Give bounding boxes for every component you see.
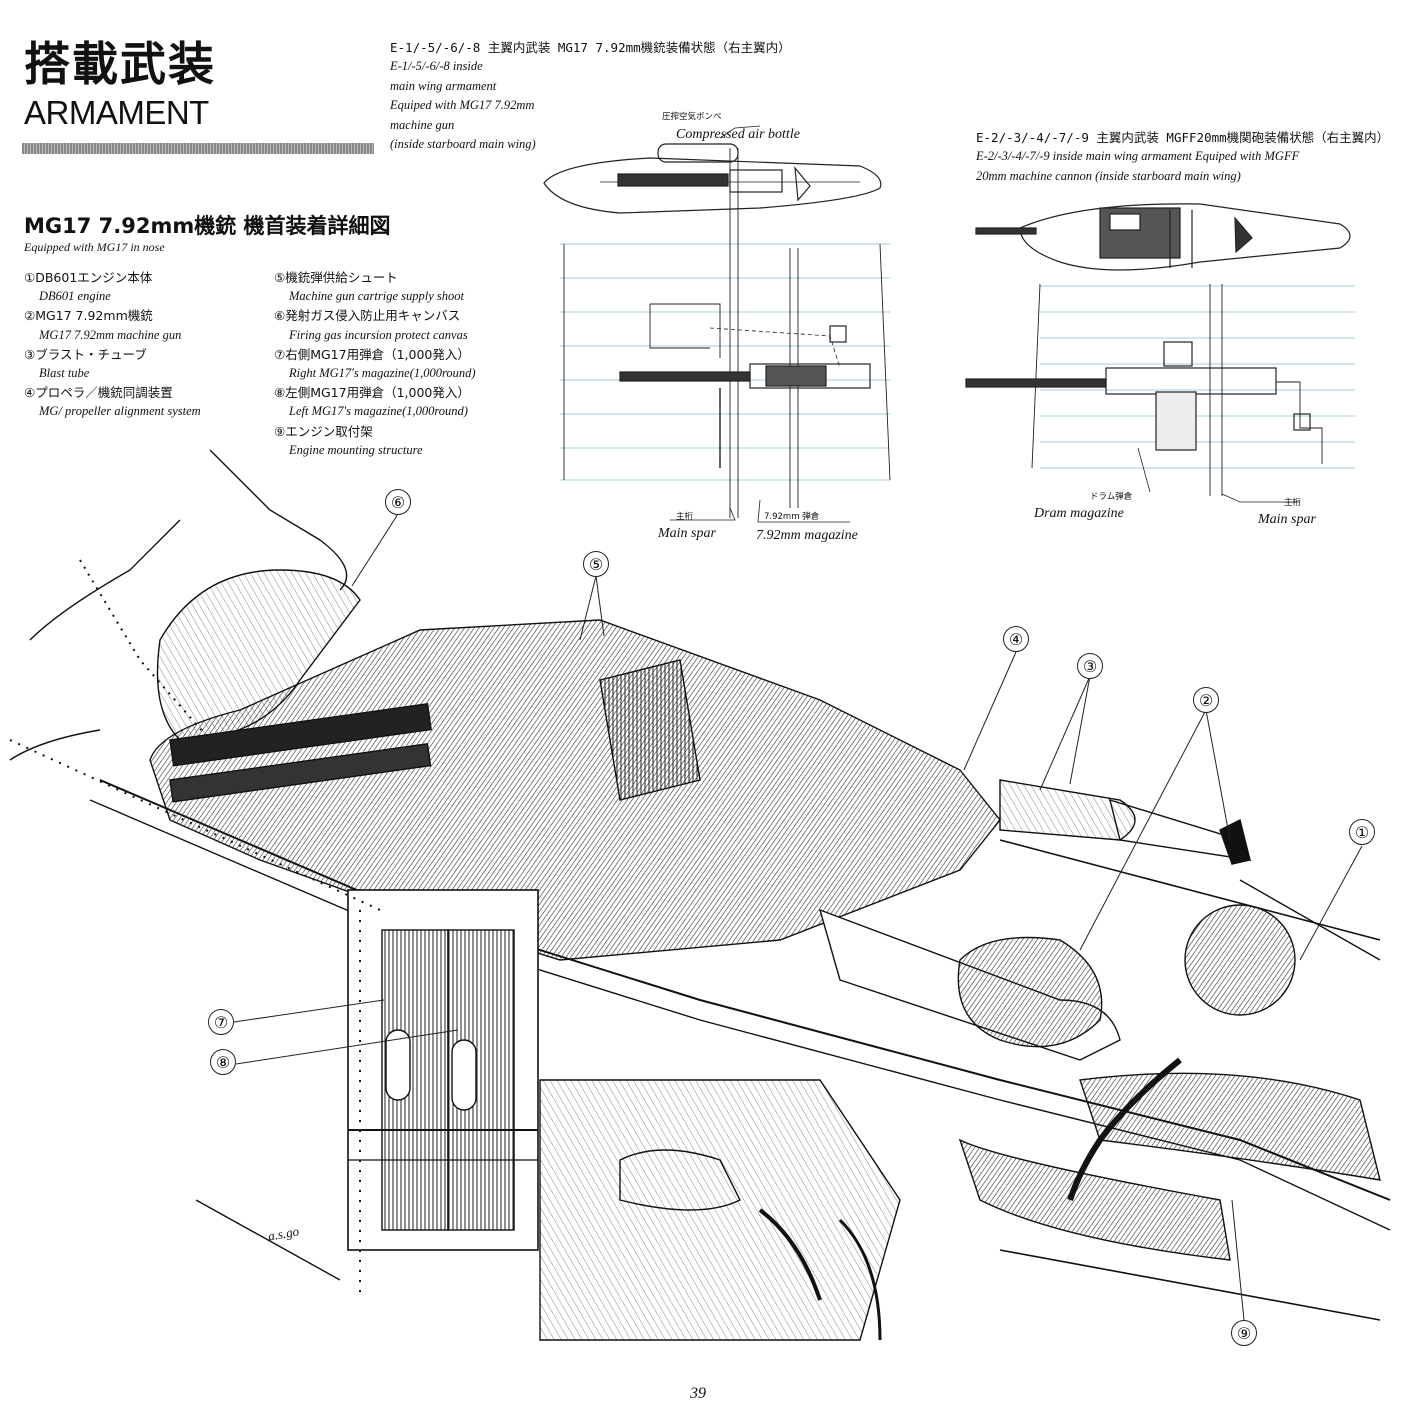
wing-mg17-diagram xyxy=(543,125,891,523)
section-title-en: Equipped with MG17 in nose xyxy=(24,240,165,254)
callout-3: ③ xyxy=(1077,653,1103,679)
callout-1: ① xyxy=(1349,819,1375,845)
wing-mgff-diagram xyxy=(965,203,1355,503)
drum-label-en: Dram magazine xyxy=(1034,506,1124,521)
callout-7: ⑦ xyxy=(208,1009,234,1035)
page-title-jp: 搭載武装 xyxy=(24,37,216,91)
mg17-mag-label-en: 7.92mm magazine xyxy=(756,528,858,543)
mg17-spar-label-en: Main spar xyxy=(658,526,716,541)
wing-mg17-caption-jp: E-1/-5/-6/-8 主翼内武装 MG17 7.92mm機銃装備状態（右主翼… xyxy=(390,40,791,55)
page-number: 39 xyxy=(690,1385,706,1402)
callout-4: ④ xyxy=(1003,626,1029,652)
legend-item: ⑧左側MG17用弾倉（1,000発入）Left MG17's magazine(… xyxy=(274,385,470,419)
wing-mg17-caption: E-1/-5/-6/-8 主翼内武装 MG17 7.92mm機銃装備状態（右主翼… xyxy=(390,40,791,152)
page-title-en: ARMAMENT xyxy=(24,94,209,131)
title-underline-bar xyxy=(22,143,374,154)
drum-label-jp: ドラム弾倉 xyxy=(1090,492,1133,502)
mg17-mag-label-jp: 7.92mm 弾倉 xyxy=(764,512,820,522)
bottle-label-jp: 圧搾空気ボンベ xyxy=(662,112,722,122)
mgff-spar-label-jp: 主桁 xyxy=(1284,498,1302,508)
callout-5: ⑤ xyxy=(583,551,609,577)
bottle-label-en: Compressed air bottle xyxy=(676,127,800,142)
mg17-spar-label-jp: 主桁 xyxy=(676,512,694,522)
callout-2: ② xyxy=(1193,687,1219,713)
nose-cutaway-illustration xyxy=(9,449,1391,1341)
wing-mgff-caption-jp: E-2/-3/-4/-7/-9 主翼内武装 MGFF20mm機関砲装備状態（右主… xyxy=(976,130,1390,145)
section-title-jp: MG17 7.92mm機銃 機首装着詳細図 xyxy=(24,214,391,238)
legend-item: ⑦右側MG17用弾倉（1,000発入）Right MG17's magazine… xyxy=(274,346,476,381)
callout-9: ⑨ xyxy=(1231,1320,1257,1346)
mgff-spar-label-en: Main spar xyxy=(1258,512,1316,527)
callout-6: ⑥ xyxy=(385,489,411,515)
wing-mgff-caption: E-2/-3/-4/-7/-9 主翼内武装 MGFF20mm機関砲装備状態（右主… xyxy=(976,130,1390,183)
callout-8: ⑧ xyxy=(210,1049,236,1075)
